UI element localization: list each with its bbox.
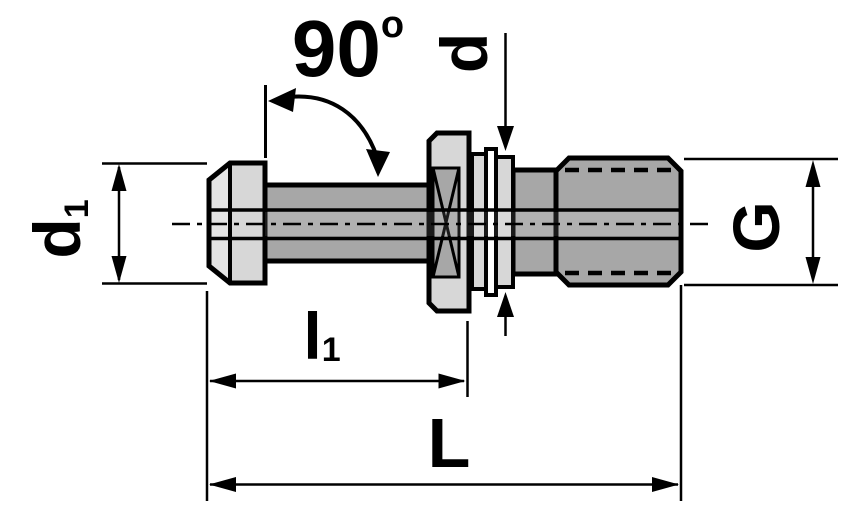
angle-annotation: [264, 85, 390, 177]
angle-label: 90o: [292, 4, 404, 93]
arrowhead-up-icon: [497, 292, 514, 317]
arrowhead-right-icon: [438, 373, 466, 389]
dim-l1-label: l1: [303, 299, 340, 373]
dim-g: [684, 157, 838, 287]
arrowhead-right-icon: [652, 477, 679, 492]
arrowhead-up-icon: [111, 164, 127, 191]
dim-l1: [209, 321, 469, 397]
dim-d1: [102, 162, 207, 285]
dim-L: [205, 285, 683, 501]
arrowhead-left-icon: [209, 373, 236, 389]
dim-L-label: L: [428, 404, 471, 482]
arrowhead-down-icon: [111, 256, 127, 283]
arrowhead-left-icon: [209, 477, 236, 492]
threaded-end: [553, 155, 684, 288]
arrowhead-down-icon: [805, 257, 821, 284]
arrowhead-left-icon: [268, 88, 296, 112]
dim-d1-label: d1: [20, 199, 96, 258]
angle-arc: [288, 94, 379, 158]
cross-section-diagonal-2: [431, 167, 461, 278]
washer-band-right: [494, 155, 515, 289]
arrowhead-down-icon: [366, 149, 390, 177]
dim-d-label: d: [427, 33, 501, 73]
dim-g-label: G: [719, 201, 793, 252]
dim-d: [497, 33, 514, 336]
arrowhead-up-icon: [805, 160, 821, 187]
arrowhead-down-icon: [497, 126, 514, 151]
